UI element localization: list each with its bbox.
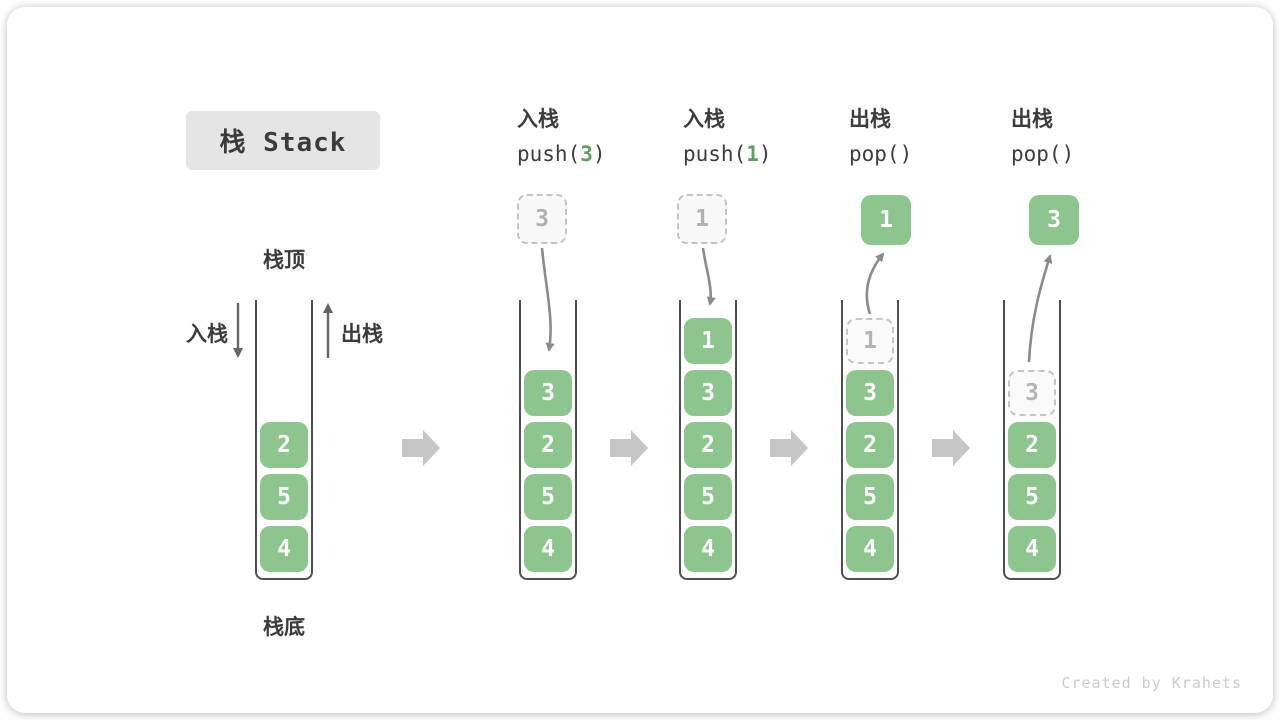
stack-after-pop-3: 3 2 5 4 xyxy=(1003,300,1061,580)
floating-value-popped-1: 1 xyxy=(861,195,911,245)
floating-value-text: 3 xyxy=(1047,207,1061,233)
code-prefix: pop( xyxy=(1011,142,1062,166)
stack-block: 5 xyxy=(524,474,572,520)
stack-block: 3 xyxy=(846,370,894,416)
code-suffix: ) xyxy=(1061,142,1075,166)
stack-after-push-3: 3 2 5 4 xyxy=(519,300,577,580)
title-badge: 栈 Stack xyxy=(186,111,380,170)
stack-after-pop-1: 1 3 2 5 4 xyxy=(841,300,899,580)
code-arg: 1 xyxy=(746,142,759,166)
stack-block: 5 xyxy=(846,474,894,520)
floating-value-incoming-3: 3 xyxy=(517,194,567,244)
stack-initial: 2 5 4 xyxy=(255,300,313,580)
code-suffix: ) xyxy=(592,142,606,166)
op-name: 入栈 xyxy=(517,107,559,131)
stack-block: 2 xyxy=(1008,422,1056,468)
op-code: push(3) xyxy=(517,141,606,167)
stack-block: 4 xyxy=(846,526,894,572)
code-prefix: push( xyxy=(683,142,747,166)
floating-value-incoming-1: 1 xyxy=(677,194,727,244)
op-header-pop-1: 出栈 pop() xyxy=(849,106,912,167)
code-prefix: push( xyxy=(517,142,581,166)
stack-bottom-label: 栈底 xyxy=(263,615,305,639)
stack-block: 1 xyxy=(684,318,732,364)
floating-value-text: 1 xyxy=(879,207,893,233)
stack-block: 4 xyxy=(684,526,732,572)
code-prefix: pop( xyxy=(849,142,900,166)
op-header-pop-3: 出栈 pop() xyxy=(1011,106,1074,167)
op-header-push-1: 入栈 push(1) xyxy=(683,106,772,167)
stack-after-push-1: 1 3 2 5 4 xyxy=(679,300,737,580)
stack-block: 3 xyxy=(684,370,732,416)
op-code: pop() xyxy=(849,141,912,167)
op-code: pop() xyxy=(1011,141,1074,167)
stack-top-label: 栈顶 xyxy=(263,248,305,272)
stack-block: 2 xyxy=(684,422,732,468)
op-name: 入栈 xyxy=(683,107,725,131)
watermark: Created by Krahets xyxy=(1061,674,1242,692)
stack-block: 2 xyxy=(524,422,572,468)
floating-value-popped-3: 3 xyxy=(1029,195,1079,245)
stack-block: 5 xyxy=(260,474,308,520)
stack-block: 5 xyxy=(1008,474,1056,520)
stack-block-ghost: 3 xyxy=(1008,370,1056,416)
code-suffix: ) xyxy=(758,142,772,166)
stack-block: 3 xyxy=(524,370,572,416)
push-side-label: 入栈 xyxy=(186,322,228,346)
stack-block: 4 xyxy=(1008,526,1056,572)
floating-value-text: 1 xyxy=(695,206,709,232)
stack-block: 5 xyxy=(684,474,732,520)
code-arg: 3 xyxy=(580,142,593,166)
stack-block-ghost: 1 xyxy=(846,318,894,364)
op-header-push-3: 入栈 push(3) xyxy=(517,106,606,167)
stack-block: 4 xyxy=(524,526,572,572)
code-suffix: ) xyxy=(899,142,913,166)
page-title: 栈 Stack xyxy=(219,128,347,158)
op-code: push(1) xyxy=(683,141,772,167)
op-name: 出栈 xyxy=(1011,107,1053,131)
pop-side-label: 出栈 xyxy=(341,322,383,346)
stack-block: 2 xyxy=(846,422,894,468)
stack-block: 4 xyxy=(260,526,308,572)
floating-value-text: 3 xyxy=(535,206,549,232)
op-name: 出栈 xyxy=(849,107,891,131)
stack-block: 2 xyxy=(260,422,308,468)
